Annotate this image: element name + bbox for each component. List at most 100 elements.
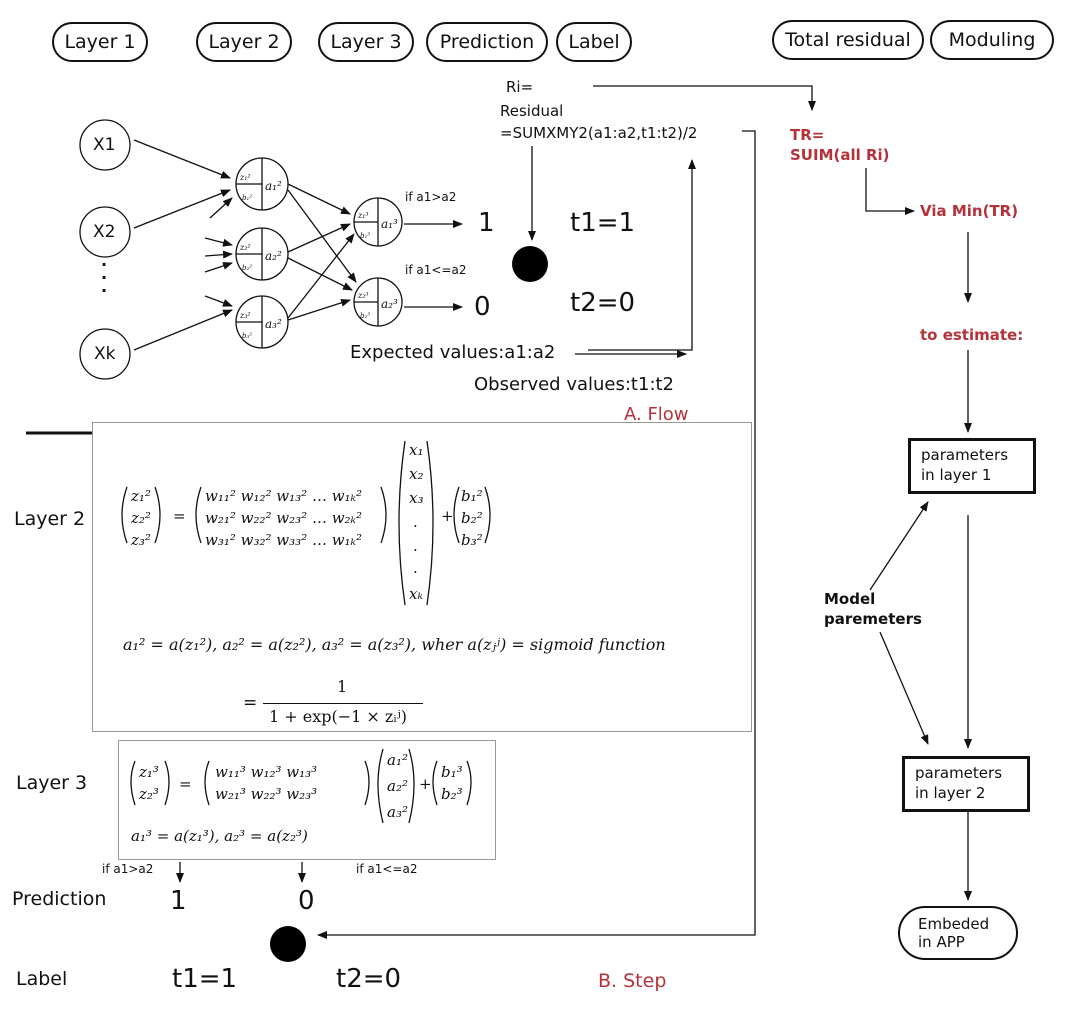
svg-text:w₃₁² w₃₂² w₃₃² … w₁ₖ²: w₃₁² w₃₂² w₃₃² … w₁ₖ² (205, 531, 362, 549)
layer1-header: Layer 1 (52, 22, 148, 62)
svg-text:b₃²: b₃² (461, 531, 483, 549)
svg-text:w₁₁² w₁₂² w₁₃² … w₁ₖ²: w₁₁² w₁₂² w₁₃² … w₁ₖ² (205, 487, 362, 505)
embed-line1: Embeded (918, 915, 990, 933)
svg-text:b₂³: b₂³ (360, 312, 370, 320)
to-estimate: to estimate: (920, 326, 1024, 344)
input-node-x2 (79, 206, 131, 258)
layer2-header: Layer 2 (196, 22, 292, 62)
svg-text:w₁₁³ w₁₂³ w₁₃³: w₁₁³ w₁₂³ w₁₃³ (215, 763, 317, 781)
svg-text:x₁: x₁ (409, 441, 423, 459)
via-min-tr: Via Min(TR) (920, 202, 1019, 220)
step-comparison-dot (270, 926, 306, 962)
params-layer1-line1: parameters (921, 446, 1009, 464)
svg-text:a₂²: a₂² (265, 249, 282, 263)
svg-text:.: . (413, 513, 418, 531)
step-label-t1: t1=1 (172, 964, 238, 994)
svg-text:.: . (413, 537, 418, 555)
svg-text:=: = (173, 507, 186, 525)
svg-text:.: . (413, 559, 418, 577)
model-params-line1: Model (824, 590, 876, 608)
comparison-dot (512, 246, 548, 282)
svg-text:b₃²: b₃² (242, 332, 252, 340)
svg-text:z₁²: z₁² (130, 487, 151, 505)
output-zero: 0 (474, 292, 491, 322)
step-condition-greater: if a1>a2 (102, 862, 154, 876)
svg-text:b₁²: b₁² (242, 194, 252, 202)
layer2-node-3 (235, 295, 289, 349)
expected-values: Expected values:a1:a2 (350, 342, 556, 363)
step-prediction-one: 1 (170, 886, 187, 916)
model-params-line2: paremeters (824, 610, 922, 628)
section-a-title: A. Flow (624, 404, 689, 425)
svg-text:z₂²: z₂² (239, 243, 251, 252)
svg-text:+: + (419, 775, 432, 793)
svg-text:z₁³: z₁³ (357, 211, 369, 220)
svg-text:a₃²: a₃² (387, 803, 408, 821)
svg-text:xₖ: xₖ (409, 585, 423, 603)
svg-text:z₁²: z₁² (239, 173, 251, 182)
output-one: 1 (478, 208, 495, 238)
label-header: Label (556, 22, 632, 62)
svg-text:a₁²: a₁² (265, 179, 282, 193)
input-label-x1: X1 (93, 135, 116, 155)
params-layer2-line1: parameters (915, 764, 1003, 782)
svg-text:a₃²: a₃² (265, 317, 282, 331)
sigmoid-definition: a₁² = a(z₁²), a₂² = a(z₂²), a₃² = a(z₃²)… (123, 635, 666, 654)
params-layer2-box: parameters in layer 2 (902, 756, 1030, 812)
step-label-label: Label (16, 968, 68, 990)
moduling-header: Moduling (930, 20, 1054, 60)
svg-text:=: = (179, 775, 192, 793)
ri-title: Ri= (506, 78, 534, 96)
step-label-t2: t2=0 (336, 964, 402, 994)
input-ellipsis: · · · (101, 255, 108, 300)
step-condition-less-equal: if a1<=a2 (356, 862, 418, 876)
prediction-header: Prediction (426, 22, 548, 62)
input-label-x2: X2 (93, 222, 116, 242)
step-prediction-zero: 0 (298, 886, 315, 916)
svg-text:b₁³: b₁³ (360, 232, 370, 240)
params-layer1-box: parameters in layer 1 (908, 438, 1036, 494)
residual-title: Residual (500, 102, 564, 120)
step-layer3-label: Layer 3 (16, 772, 88, 794)
section-b-title: B. Step (598, 970, 667, 992)
svg-text:z₂²: z₂² (130, 509, 151, 527)
residual-formula: =SUMXMY2(a1:a2,t1:t2)/2 (500, 124, 698, 142)
layer3-header: Layer 3 (318, 22, 414, 62)
fraction-denominator: 1 + exp(−1 × zᵢʲ) (269, 707, 408, 726)
svg-text:+: + (441, 507, 454, 525)
layer2-node-2 (235, 227, 289, 281)
observed-values: Observed values:t1:t2 (474, 374, 675, 395)
embed-line2: in APP (918, 933, 965, 951)
layer2-node-1 (235, 157, 289, 211)
tr-formula: SUIM(all Ri) (790, 146, 890, 164)
svg-text:z₂³: z₂³ (138, 785, 159, 803)
params-layer1-line2: in layer 1 (921, 466, 992, 484)
condition-a1-less-equal: if a1<=a2 (405, 263, 467, 277)
fraction-equals: = (243, 693, 258, 713)
svg-text:a₂²: a₂² (387, 777, 408, 795)
svg-text:a₁²: a₁² (387, 751, 408, 769)
condition-a1-greater: if a1>a2 (405, 190, 457, 204)
layer3-activation: a₁³ = a(z₁³), a₂³ = a(z₂³) (131, 827, 308, 845)
layer3-node-2 (353, 277, 403, 327)
svg-text:b₂²: b₂² (461, 509, 483, 527)
svg-text:a₂³: a₂³ (381, 297, 398, 311)
step-prediction-label: Prediction (12, 888, 107, 910)
svg-text:b₂³: b₂³ (441, 785, 463, 803)
svg-text:a₁³: a₁³ (381, 217, 398, 231)
input-node-xk (79, 328, 131, 380)
layer3-node-1 (353, 197, 403, 247)
svg-text:w₂₁² w₂₂² w₂₃² … w₂ₖ²: w₂₁² w₂₂² w₂₃² … w₂ₖ² (205, 509, 362, 527)
step-layer2-label: Layer 2 (14, 508, 86, 530)
svg-text:z₁³: z₁³ (138, 763, 159, 781)
embed-in-app-pill: Embeded in APP (898, 906, 1018, 960)
input-label-xk: Xk (94, 344, 116, 364)
fraction-bar (263, 703, 423, 704)
svg-text:x₂: x₂ (409, 465, 423, 483)
svg-text:x₃: x₃ (409, 489, 423, 507)
total-residual-header: Total residual (772, 20, 924, 60)
